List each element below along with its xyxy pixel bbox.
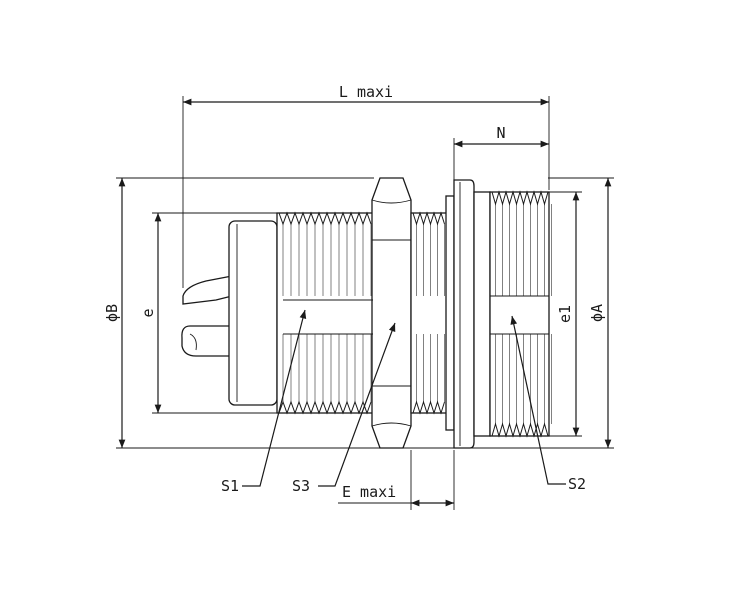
leader-S1 (242, 309, 307, 487)
hex-nut (371, 177, 412, 449)
rear-cap (228, 220, 278, 406)
dimension-labels: L maxi N ϕB e e1 ϕA S1 S3 S2 E maxi (103, 83, 606, 501)
connector-body (181, 177, 552, 449)
dimension-lines (118, 98, 612, 507)
label-B: ϕB (103, 304, 121, 322)
thread-profiles (278, 190, 552, 438)
front-thread-body (473, 191, 491, 437)
extension-lines (116, 96, 614, 510)
flange (453, 179, 475, 449)
leader-S3 (318, 322, 396, 487)
label-E: E maxi (342, 483, 396, 501)
front-thread-sleeve (489, 191, 550, 437)
label-S3: S3 (292, 477, 310, 495)
label-A: ϕA (588, 304, 606, 322)
label-S1: S1 (221, 477, 239, 495)
label-S2: S2 (568, 475, 586, 493)
label-N: N (496, 124, 505, 142)
rear-pin-upper (182, 275, 233, 305)
leader-S2 (510, 315, 566, 485)
flange-washer (445, 195, 455, 431)
label-e1: e1 (556, 305, 574, 323)
label-L: L maxi (339, 83, 393, 101)
rear-pin-lower (181, 325, 233, 357)
middle-thread (410, 212, 449, 414)
leader-lines (242, 309, 566, 487)
label-e: e (139, 308, 157, 317)
